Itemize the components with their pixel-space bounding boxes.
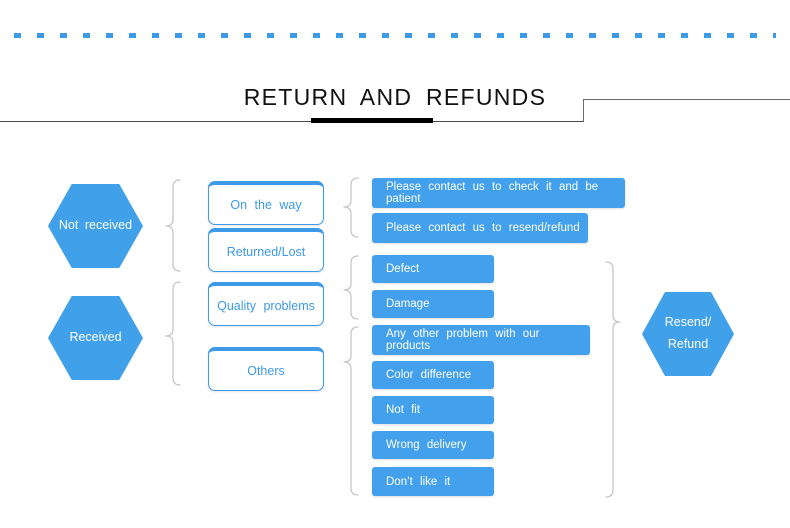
action-chip-wrong-delivery-label: Wrong delivery — [386, 439, 467, 451]
category-card-returned-lost[interactable]: Returned/Lost — [208, 228, 324, 272]
title-underline-right — [583, 99, 790, 100]
action-chip-dont-like-it[interactable]: Don’t like it — [372, 467, 494, 496]
brace-on-the-way — [343, 177, 359, 238]
category-card-on-the-way-label: On the way — [230, 197, 302, 212]
action-chip-any-other-problem-label: Any other problem with our products — [386, 328, 540, 352]
outcome-hexagon-line-1: Resend/ — [664, 315, 712, 330]
top-dotted-divider — [14, 33, 776, 38]
brace-others — [343, 326, 359, 496]
action-chip-dont-like-it-label: Don’t like it — [386, 475, 451, 488]
stage-hexagon-received: Received — [43, 291, 148, 385]
action-chip-not-fit-label: Not fit — [386, 404, 421, 416]
brace-received — [165, 281, 181, 386]
action-chip-contact-check[interactable]: Please contact us to check it and be pat… — [372, 178, 625, 208]
category-card-returned-lost-label: Returned/Lost — [226, 244, 306, 259]
stage-hexagon-received-label: Received — [48, 296, 143, 380]
category-card-others[interactable]: Others — [208, 347, 324, 391]
action-chip-defect[interactable]: Defect — [372, 255, 494, 283]
outcome-hexagon-resend-refund: Resend/ Refund — [637, 287, 739, 381]
brace-not-received — [165, 179, 181, 272]
category-card-on-the-way[interactable]: On the way — [208, 181, 324, 225]
stage-hexagon-not-received-label: Not received — [48, 184, 143, 268]
title-underline-left — [0, 121, 584, 122]
action-chip-damage-label: Damage — [386, 298, 430, 310]
action-chip-not-fit[interactable]: Not fit — [372, 396, 494, 424]
action-chip-contact-resend-refund[interactable]: Please contact us to resend/refund — [372, 213, 588, 243]
action-chip-defect-label: Defect — [386, 263, 420, 275]
action-chip-color-difference[interactable]: Color difference — [372, 361, 494, 389]
stage-hexagon-not-received: Not received — [43, 179, 148, 273]
category-card-quality-problems-label: Quality problems — [217, 298, 315, 313]
brace-outcome — [605, 261, 621, 498]
category-card-others-label: Others — [247, 363, 285, 378]
action-chip-wrong-delivery[interactable]: Wrong delivery — [372, 431, 494, 459]
action-chip-contact-resend-refund-label: Please contact us to resend/refund — [386, 222, 580, 234]
action-chip-color-difference-label: Color difference — [386, 369, 471, 381]
action-chip-any-other-problem[interactable]: Any other problem with our products — [372, 325, 590, 355]
page-title: RETURN AND REFUNDS — [243, 84, 547, 110]
outcome-hexagon-line-2: Refund — [667, 337, 709, 351]
action-chip-contact-check-label: Please contact us to check it and be pat… — [386, 181, 599, 205]
brace-quality-problems — [343, 255, 359, 320]
title-underline-riser — [583, 99, 584, 122]
action-chip-damage[interactable]: Damage — [372, 290, 494, 318]
category-card-quality-problems[interactable]: Quality problems — [208, 282, 324, 326]
title-accent-bar — [311, 118, 433, 123]
